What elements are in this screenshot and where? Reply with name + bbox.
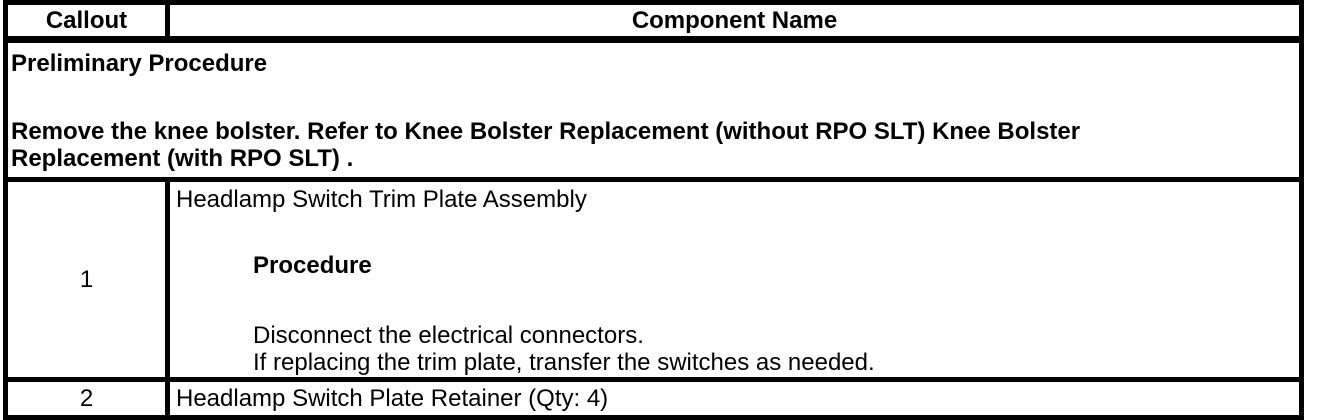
preliminary-procedure-title: Preliminary Procedure [11,50,268,77]
table-header-row: Callout Component Name [3,0,1304,43]
callout-number-2: 2 [3,377,170,420]
header-component-name: Component Name [165,0,1304,43]
procedure-label: Procedure [253,252,372,279]
preliminary-procedure-cell: Preliminary Procedure Remove the knee bo… [3,37,1304,182]
component-cell-1: Headlamp Switch Trim Plate Assembly Proc… [165,177,1304,382]
component-name-1: Headlamp Switch Trim Plate Assembly [176,186,587,213]
component-name-2: Headlamp Switch Plate Retainer (Qty: 4) [165,377,1304,420]
header-callout: Callout [3,0,170,43]
table-row-callout-2: 2 Headlamp Switch Plate Retainer (Qty: 4… [3,377,1304,420]
preliminary-procedure-text-line2: Replacement (with RPO SLT) . [11,145,354,172]
preliminary-procedure-row: Preliminary Procedure Remove the knee bo… [3,37,1304,182]
procedure-step-1: Disconnect the electrical connectors. [253,322,644,349]
callout-number-1: 1 [3,177,170,382]
procedure-step-2: If replacing the trim plate, transfer th… [253,349,875,376]
preliminary-procedure-text-line1: Remove the knee bolster. Refer to Knee B… [11,118,1081,145]
table-row-callout-1: 1 Headlamp Switch Trim Plate Assembly Pr… [3,177,1304,382]
callout-component-table: Callout Component Name Preliminary Proce… [3,0,1304,420]
